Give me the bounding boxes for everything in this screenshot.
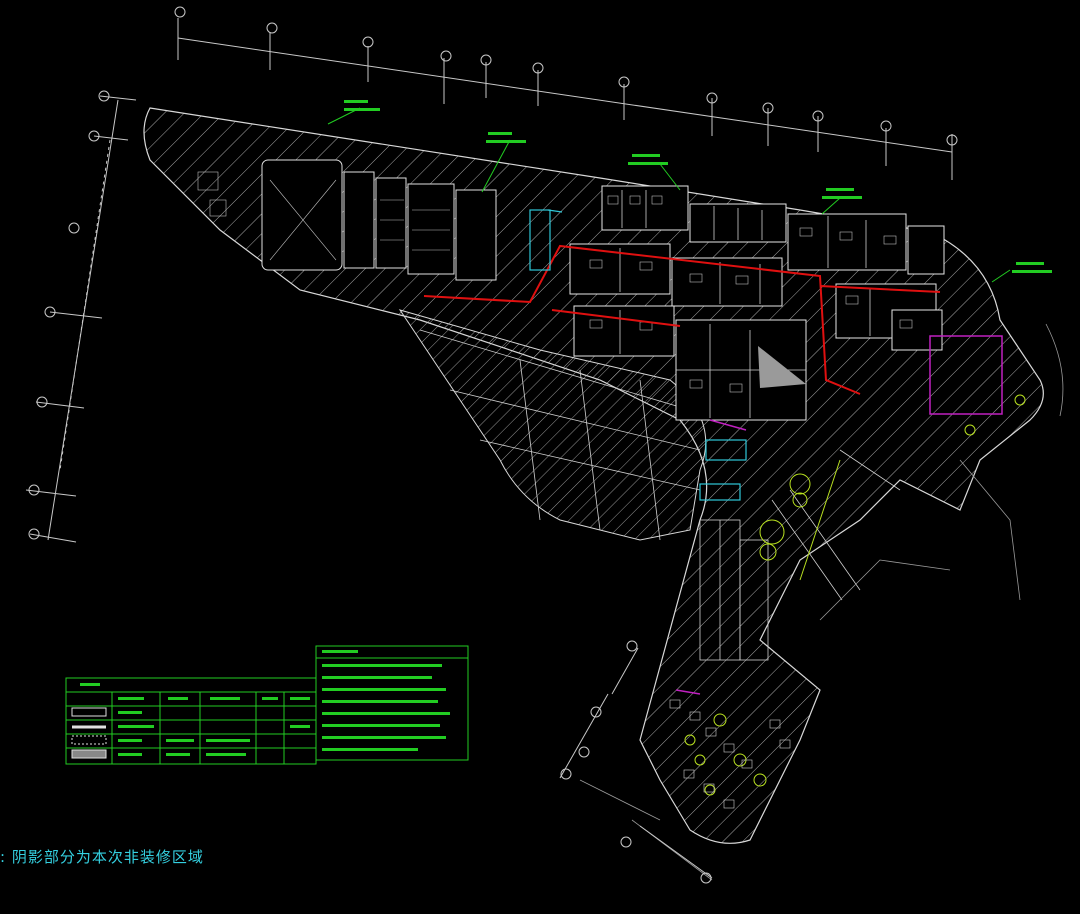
notes-text-marks	[322, 650, 450, 751]
lobby-grid	[419, 329, 701, 541]
office-partitions	[619, 190, 871, 418]
cyan-elements	[529, 209, 747, 501]
callout-leaders	[327, 107, 1011, 283]
legend-swatches	[71, 707, 107, 759]
top-dimension-chain	[177, 18, 953, 180]
route-magenta	[675, 335, 1003, 695]
south-dimension-chains	[559, 640, 713, 884]
callout-text-blocks	[344, 100, 1052, 273]
hatch-note: : 阴影部分为本次非装修区域	[0, 848, 204, 866]
west-wing-detail	[197, 171, 450, 261]
legend-text-marks	[80, 683, 310, 756]
left-grid-bubbles	[28, 90, 110, 540]
planting-yellow	[684, 394, 1026, 796]
office-desks	[589, 195, 913, 393]
evacuation-route-red	[423, 244, 941, 395]
west-wing-rooms	[261, 159, 497, 281]
top-grid-bubbles	[174, 6, 958, 146]
shaded-wedge	[758, 346, 806, 388]
south-tip-furniture	[669, 699, 791, 809]
left-dimension-chain	[25, 95, 137, 543]
legend-table	[65, 677, 317, 765]
notes-box	[315, 645, 469, 761]
